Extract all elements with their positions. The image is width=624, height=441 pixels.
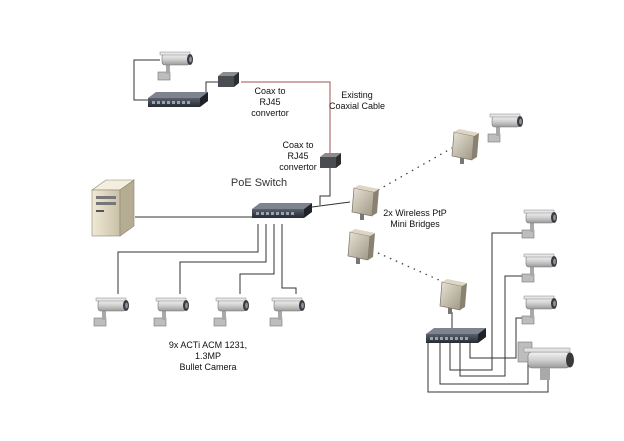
dome-camera-icon: [517, 341, 574, 380]
link-rcam3: [469, 317, 522, 359]
link-cam2: [179, 224, 267, 294]
wireless-link-upper: [377, 147, 453, 191]
wireless-bridge-icon: [347, 228, 376, 265]
link-cam1: [117, 224, 259, 294]
bullet-camera-icon: [269, 297, 306, 327]
bullet-camera-icon: [521, 209, 558, 239]
bullet-camera-icon: [521, 295, 558, 325]
link-poe-bridge: [311, 201, 351, 208]
wireless-bridge-icon: [351, 184, 380, 221]
existing-coax-cable: [241, 81, 331, 155]
bullet-camera-icon: [213, 297, 250, 327]
wireless-link-lower: [377, 252, 449, 285]
link-cam3: [239, 224, 275, 294]
converter-icon: [320, 153, 341, 168]
link-rcam1: [449, 232, 522, 371]
network-switch-icon: [148, 92, 208, 107]
bullet-camera-icon: [521, 253, 558, 283]
link-dome: [427, 342, 549, 393]
link-cam4: [281, 224, 297, 294]
wireless-bridge-icon: [451, 128, 480, 165]
network-switch-icon: [426, 328, 486, 343]
label-poe-switch: PoE Switch: [230, 177, 288, 189]
link-top-camera: [133, 59, 160, 101]
link-rcam4: [439, 342, 529, 385]
link-rcam2: [459, 275, 522, 377]
bullet-camera-icon: [487, 113, 524, 143]
server-icon: [91, 179, 135, 237]
bullet-camera-icon: [157, 51, 194, 81]
bullet-camera-icon: [93, 297, 130, 327]
link-converter-poe: [319, 167, 331, 205]
network-switch-icon: [252, 203, 312, 218]
bullet-camera-icon: [153, 297, 190, 327]
converter-icon: [218, 72, 239, 87]
wireless-bridge-icon: [439, 278, 468, 315]
